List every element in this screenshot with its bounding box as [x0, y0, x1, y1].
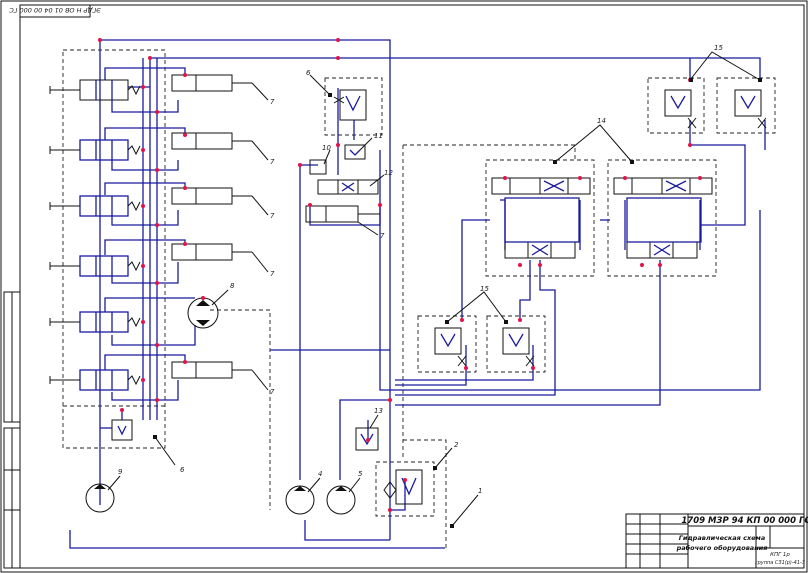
drawing-sub: группа СЗ1(р)-41-3 — [755, 560, 805, 566]
junction-nodes — [98, 38, 762, 512]
dashed-assembly-boxes — [62, 49, 776, 548]
center-valve-cluster — [309, 89, 379, 195]
left-margin-strips — [3, 291, 21, 569]
hydraulic-cylinders — [171, 74, 380, 391]
cylinder-5 — [171, 361, 269, 391]
title-block: 1709 МЗР 94 КП 00 000 ГС Гидравлическая … — [625, 513, 808, 569]
drawing-name-line2: рабочего оборудования — [676, 544, 768, 552]
callout-5: 5 — [358, 470, 363, 478]
callout-14: 14 — [597, 117, 606, 125]
cylinder-4 — [171, 243, 269, 273]
pump-center-2 — [326, 477, 361, 515]
pv-top-1 — [664, 89, 697, 129]
drawing-designation: 1709 МЗР 94 КП 00 000 ГС — [681, 516, 808, 526]
valve-5 — [49, 311, 141, 333]
cylinder-center — [305, 205, 380, 236]
callout-2: 2 — [454, 441, 459, 449]
hydraulic-motor — [187, 289, 229, 329]
pump-left — [85, 475, 121, 513]
valve-stack-left — [49, 79, 141, 441]
valve-2 — [49, 139, 141, 161]
valve-group-a — [491, 177, 591, 259]
pv-mid-1 — [434, 327, 467, 367]
callout-7-center: 7 — [380, 232, 385, 240]
top-left-stamp: ЭГДР Н ОВ 01 04 00 000 ГС — [9, 4, 102, 18]
valve-6 — [49, 369, 141, 391]
hydraulic-lines — [69, 39, 766, 549]
pressure-valves — [355, 89, 767, 505]
sheet-inner-border — [19, 4, 805, 569]
callout-7-b: 7 — [270, 158, 275, 166]
cylinder-1 — [171, 74, 269, 101]
valve-4 — [49, 255, 141, 277]
right-directional-valves — [491, 177, 713, 259]
callout-7-a: 7 — [270, 98, 275, 106]
callout-11: 11 — [374, 132, 383, 140]
callout-12: 12 — [384, 169, 393, 177]
pv-top-2 — [734, 89, 767, 129]
callout-15-mid: 15 — [480, 285, 489, 293]
callout-leaders — [153, 51, 762, 528]
callout-1: 1 — [478, 487, 482, 495]
callout-7-d: 7 — [270, 270, 275, 278]
cylinder-2 — [171, 132, 269, 161]
drawing-group: КПГ 1р — [770, 552, 790, 558]
cylinder-3 — [171, 187, 269, 216]
valve-1 — [49, 79, 141, 101]
callout-10: 10 — [322, 144, 331, 152]
callout-6-bottom: 6 — [180, 466, 185, 474]
callout-8: 8 — [230, 282, 235, 290]
pumps — [85, 475, 361, 515]
stamp-text: ЭГДР Н ОВ 01 04 00 000 ГС — [9, 6, 102, 14]
callout-numbers: 15 14 15 6 10 11 12 13 8 9 4 5 6 2 1 7 7… — [118, 44, 723, 495]
pv-mid-2 — [502, 327, 535, 367]
callout-4: 4 — [318, 470, 322, 478]
callout-13: 13 — [374, 407, 383, 415]
callout-6-top: 6 — [306, 69, 311, 77]
relief-valve-stack — [100, 410, 133, 441]
pv-13 — [355, 427, 379, 451]
callout-15-top: 15 — [714, 44, 723, 52]
valve-group-b — [613, 177, 713, 259]
pump-center-1 — [285, 477, 321, 515]
pv-bottom — [383, 469, 423, 505]
callout-7-c: 7 — [270, 212, 275, 220]
drawing-name-line1: Гидравлическая схема — [679, 534, 766, 542]
valve-3 — [49, 195, 141, 217]
callout-9-left: 9 — [118, 468, 123, 476]
callout-7-e: 7 — [270, 388, 275, 396]
